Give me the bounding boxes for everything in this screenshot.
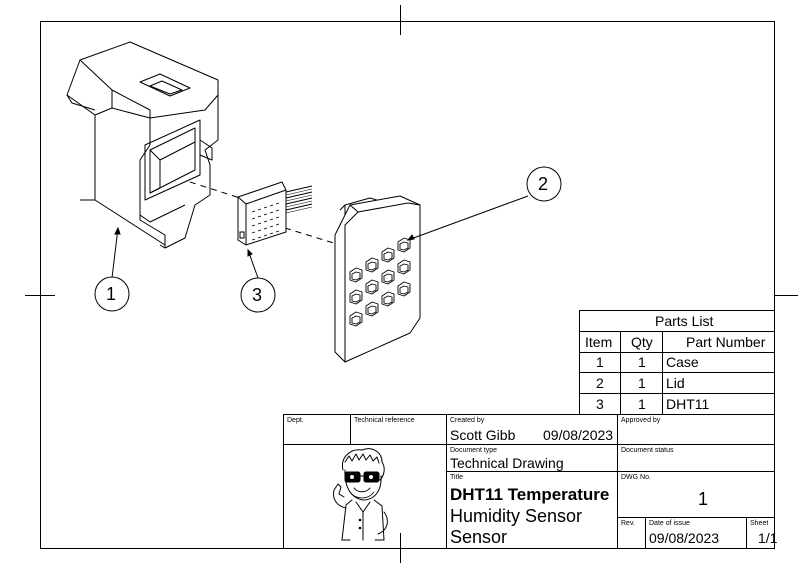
lid-part	[334, 195, 421, 363]
technical-reference-label: Technical reference	[354, 417, 415, 424]
parts-list-row-2-qty: 1	[638, 375, 646, 391]
dwg-no-label: DWG No.	[621, 474, 651, 481]
sheet-value: 1/1	[758, 530, 778, 546]
drawing-title-line-3: Sensor	[450, 527, 508, 547]
parts-list-row-1-qty: 1	[638, 354, 646, 370]
parts-list-row-1-item: 1	[596, 354, 604, 370]
created-date-value: 09/08/2023	[543, 427, 614, 443]
document-status-label: Document status	[621, 447, 674, 454]
title-label: Title	[450, 474, 463, 481]
drawing-title-line-1: DHT11 Temperature	[450, 485, 610, 504]
balloon-1-label: 1	[106, 284, 117, 304]
balloon-3-label: 3	[252, 285, 263, 305]
document-type-label: Document type	[450, 447, 498, 454]
date-of-issue-value: 09/08/2023	[649, 530, 720, 546]
balloon-2-circle	[526, 166, 562, 202]
date-of-issue-label: Date of issue	[649, 520, 690, 527]
parts-list-row-3-part: DHT11	[666, 396, 710, 412]
author-cartoon-logo	[333, 448, 388, 541]
parts-list-row-3-item: 3	[596, 396, 604, 412]
assembly-lines	[189, 181, 341, 246]
created-by-value: Scott Gibb	[450, 427, 516, 443]
dept-label: Dept.	[287, 417, 304, 424]
parts-list-header-item: Item	[585, 334, 613, 350]
parts-list-grid	[579, 310, 775, 415]
approved-by-label: Approved by	[621, 417, 661, 424]
parts-list-header-qty: Qty	[631, 334, 653, 350]
document-type-value: Technical Drawing	[450, 455, 564, 471]
balloon-leaders	[111, 195, 529, 279]
case-part	[66, 41, 219, 249]
rev-label: Rev.	[621, 520, 635, 527]
parts-list-row-2-item: 2	[596, 375, 604, 391]
dwg-no-value: 1	[698, 489, 709, 509]
created-by-label: Created by	[450, 417, 485, 424]
sheet-label: Sheet	[750, 520, 769, 527]
title-block-grid	[283, 414, 775, 549]
parts-list-row-3-qty: 1	[638, 396, 646, 412]
balloon-1-circle	[94, 276, 130, 312]
dht11-sensor-part	[237, 181, 313, 246]
drawing-title-line-2: Humidity Sensor	[450, 506, 583, 526]
parts-list-header-part-number: Part Number	[686, 334, 766, 350]
parts-list-title: Parts List	[655, 313, 714, 329]
parts-list-row-2-part: Lid	[666, 375, 685, 391]
balloon-2-label: 2	[538, 174, 549, 194]
parts-list-row-1-part: Case	[666, 354, 699, 370]
balloon-3-circle	[240, 277, 276, 313]
